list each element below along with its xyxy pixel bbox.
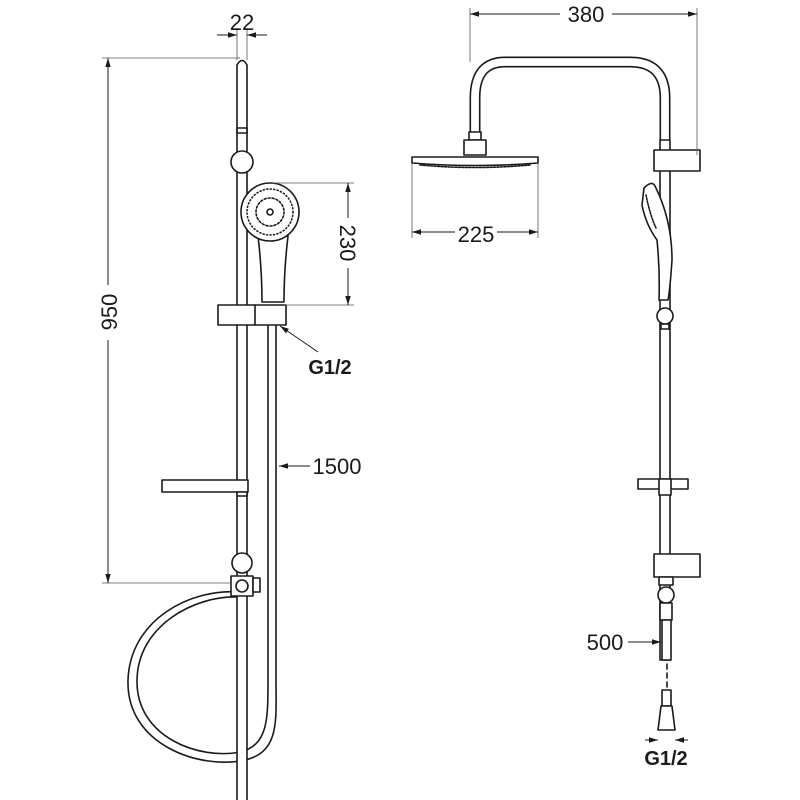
dim-rail-width: 22 — [230, 10, 254, 35]
side-view: 380 225 500 G1/2 — [411, 2, 701, 770]
diverter-knob — [657, 586, 675, 604]
lower-holder — [653, 553, 701, 578]
lower-knob — [231, 552, 253, 574]
dim-head-diameter: 225 — [458, 222, 495, 247]
hose-loop — [127, 317, 277, 763]
upper-knob — [230, 150, 254, 174]
label-hand-shower-connection: G1/2 — [308, 357, 351, 379]
head-connector — [463, 139, 487, 156]
hand-shower-handle — [257, 235, 289, 303]
dim-arm-reach: 380 — [568, 2, 605, 27]
inlet-hose — [661, 619, 672, 661]
label-hose-length: 1500 — [313, 454, 362, 479]
slide-rail — [236, 59, 248, 800]
shower-arm — [469, 56, 671, 140]
rail-knob — [656, 307, 674, 325]
dim-rail-height: 950 — [97, 294, 122, 331]
inlet-fitting — [661, 689, 672, 707]
rail-marker — [236, 127, 248, 134]
shower-holder — [217, 304, 287, 326]
soap-dish — [161, 479, 249, 493]
arm-clamp — [653, 149, 701, 172]
label-inlet-connection: G1/2 — [644, 748, 687, 770]
hand-shower-head — [240, 182, 300, 242]
rain-shower-head — [411, 156, 539, 167]
dim-hand-shower-length: 230 — [335, 225, 360, 262]
front-view: 22 950 230 G1/2 1500 — [96, 10, 361, 800]
label-inlet-hose-length: 500 — [587, 630, 624, 655]
